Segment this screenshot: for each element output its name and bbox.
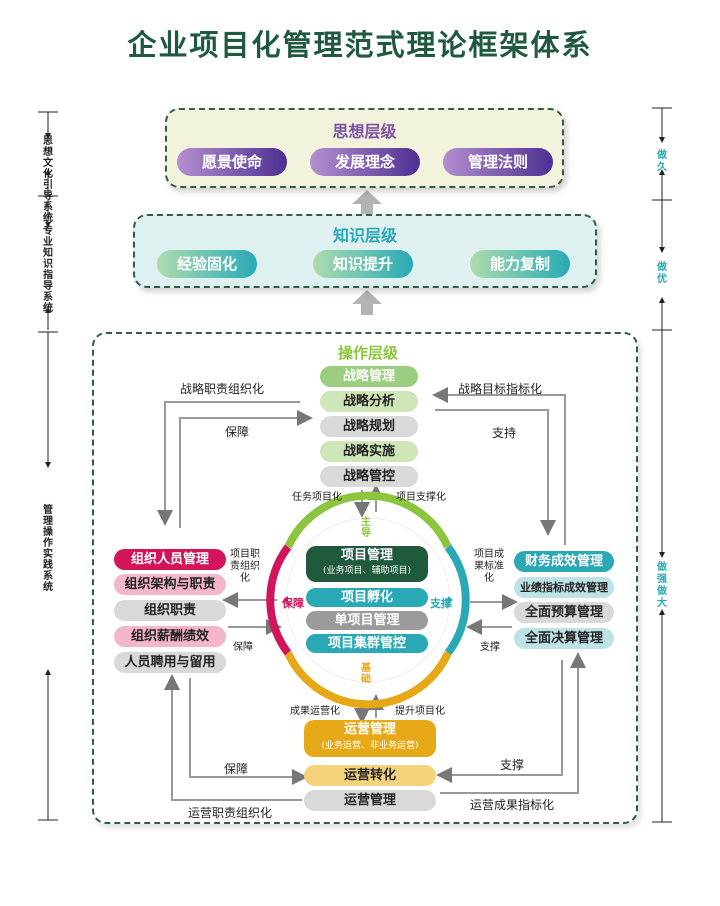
label-project-duty-org: 项目职责组织化 — [230, 549, 260, 584]
operation-management-title: 运营管理 — [343, 722, 396, 737]
org-salary-performance: 组织薪酬绩效 — [114, 626, 226, 647]
right-axis-label-strong-big: 做强 做大 — [657, 562, 667, 609]
finance-budget: 全面预算管理 — [514, 602, 614, 623]
ring-label-foundation: 基础 — [361, 663, 371, 685]
left-axis-label-operation: 管理操作实践系统 — [43, 505, 53, 593]
label-project-support: 项目支撑化 — [396, 492, 446, 503]
label-strategy-duty: 战略职责组织化 — [180, 382, 265, 396]
label-top-right-support: 支持 — [492, 426, 517, 440]
label-operation-duty: 运营职责组织化 — [188, 806, 273, 820]
org-personnel-management: 组织人员管理 — [114, 549, 226, 570]
thought-item-vision: 愿景使命 — [177, 148, 287, 176]
single-project-management: 单项目管理 — [306, 611, 428, 630]
operation-management: 运营管理 (业务运营、非业务运营) — [304, 720, 436, 757]
left-axis-label-thought: 思想文化引导系统 — [43, 136, 53, 224]
left-axis-label-knowledge: 专业知识指导系统 — [43, 226, 53, 314]
knowledge-layer-title: 知识层级 — [332, 226, 397, 245]
left-axis — [38, 111, 58, 821]
finance-result-management: 财务成效管理 — [514, 551, 614, 572]
strategy-management: 战略管理 — [320, 366, 418, 387]
strategy-control: 战略管控 — [320, 466, 418, 487]
page-title: 企业项目化管理范式理论框架体系 — [127, 28, 593, 62]
operation-management-sub: (业务运营、非业务运营) — [321, 741, 419, 751]
label-task-project: 任务项目化 — [292, 492, 342, 503]
label-right-support: 支撑 — [480, 642, 500, 653]
operation-layer-title: 操作层级 — [337, 344, 398, 362]
label-bottom-left-guarantee: 保障 — [224, 762, 249, 776]
label-top-left-guarantee: 保障 — [225, 425, 250, 439]
label-left-guarantee: 保障 — [233, 642, 253, 653]
finance-performance-indicator: 业绩指标成效管理 — [514, 577, 614, 598]
thought-layer-title: 思想层级 — [332, 122, 397, 141]
org-hire-retain: 人员聘用与留用 — [114, 652, 226, 673]
operation-transformation: 运营转化 — [304, 765, 436, 786]
strategy-planning: 战略规划 — [320, 416, 418, 437]
label-bottom-right-support: 支撑 — [500, 758, 525, 772]
project-management-title: 项目管理 — [340, 548, 393, 563]
right-axis-label-long: 做久 — [657, 150, 667, 173]
operation-management-sub-item: 运营管理 — [304, 790, 436, 811]
org-duty: 组织职责 — [114, 600, 226, 621]
ring-label-lead: 主导 — [361, 517, 371, 539]
label-improve-project: 提升项目化 — [395, 706, 445, 717]
project-management-sub: (业务项目、辅助项目) — [322, 566, 412, 576]
finance-final-accounts: 全面决算管理 — [514, 628, 614, 649]
label-result-operation: 成果运营化 — [290, 706, 340, 717]
knowledge-item-improve: 知识提升 — [313, 250, 413, 278]
thought-item-rules: 管理法则 — [443, 148, 553, 176]
strategy-implementation: 战略实施 — [320, 441, 418, 462]
ring-label-guarantee: 保障 — [282, 597, 304, 610]
label-project-result-standard: 项目成果标准化 — [474, 549, 504, 584]
ring-label-support: 支撑 — [430, 597, 452, 610]
operation-layer — [92, 332, 638, 824]
knowledge-layer: 知识层级 经验固化 知识提升 能力复制 — [133, 214, 597, 288]
label-strategy-target: 战略目标指标化 — [458, 382, 543, 396]
org-structure-duty: 组织架构与职责 — [114, 574, 226, 595]
thought-item-philosophy: 发展理念 — [310, 148, 420, 176]
project-cluster-control: 项目集群管控 — [306, 634, 428, 653]
right-axis — [652, 107, 672, 823]
thought-layer: 思想层级 愿景使命 发展理念 管理法则 — [165, 108, 564, 188]
project-incubation: 项目孵化 — [306, 588, 428, 607]
right-axis-label-excellent: 做优 — [657, 262, 667, 285]
label-operation-result: 运营成果指标化 — [470, 798, 555, 812]
strategy-analysis: 战略分析 — [320, 391, 418, 412]
knowledge-item-replicate: 能力复制 — [470, 250, 570, 278]
knowledge-item-solidify: 经验固化 — [157, 250, 257, 278]
project-management: 项目管理 (业务项目、辅助项目) — [306, 546, 428, 582]
center-ring — [266, 491, 470, 709]
